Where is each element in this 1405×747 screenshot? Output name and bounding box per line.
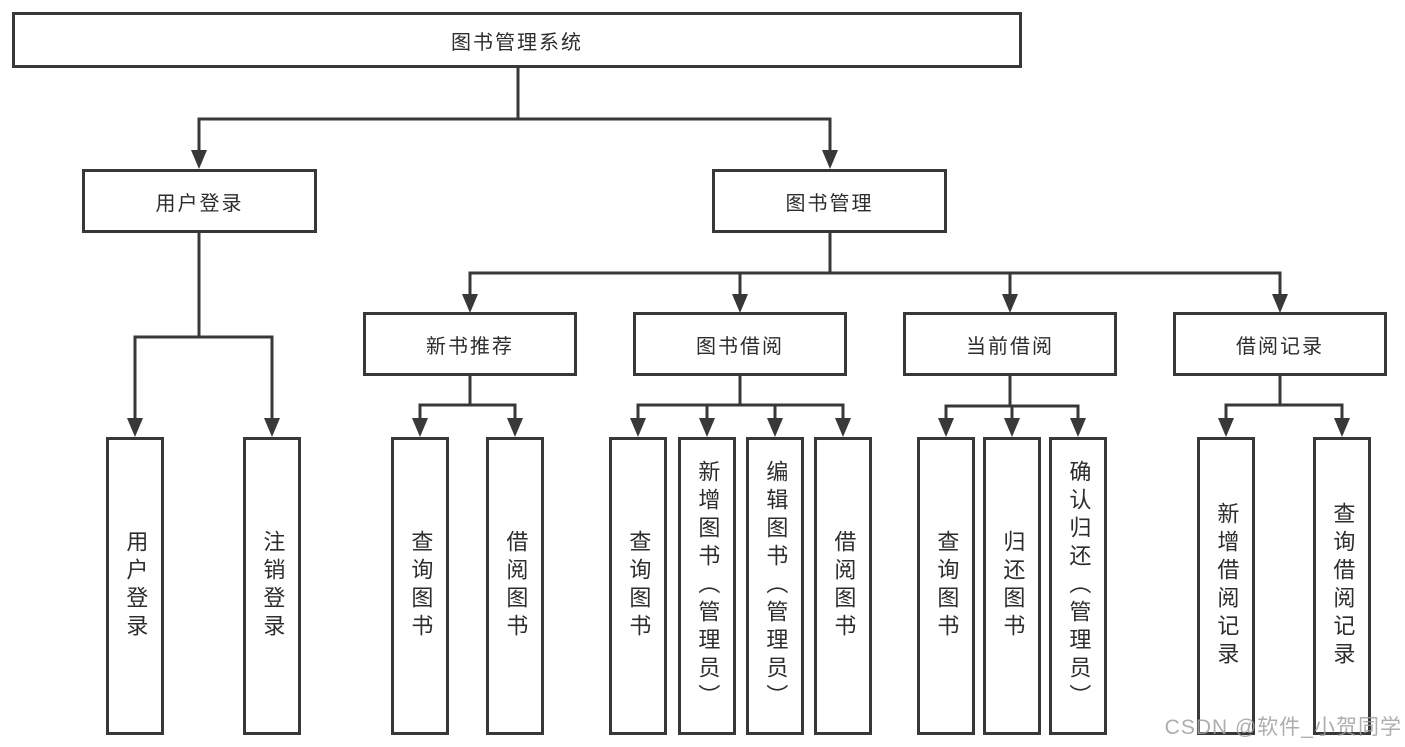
node-book-management-label: 图书管理 (785, 192, 874, 215)
leaf-logout-label: 注销登录 (260, 530, 286, 642)
leaf-add-borrow-record-label: 新增借阅记录 (1214, 502, 1240, 670)
leaf-query-borrow-record-label: 查询借阅记录 (1330, 502, 1356, 670)
leaf-confirm-return-admin-label: 确认归还（管理员） (1066, 460, 1092, 712)
leaf-recommend-query-book: 查询图书 (391, 437, 449, 735)
node-user-login-branch-label: 用户登录 (155, 192, 244, 215)
leaf-borrow-query-book-label: 查询图书 (626, 530, 652, 642)
node-book-borrow: 图书借阅 (633, 312, 847, 376)
csdn-watermark: CSDN @软件_小贺同学 (1164, 716, 1402, 739)
node-new-book-recommend: 新书推荐 (363, 312, 577, 376)
node-current-borrow-label: 当前借阅 (966, 335, 1054, 358)
leaf-recommend-query-book-label: 查询图书 (408, 530, 434, 642)
node-user-login-branch: 用户登录 (82, 169, 317, 233)
leaf-logout: 注销登录 (243, 437, 301, 735)
leaf-current-query-book-label: 查询图书 (934, 530, 960, 642)
node-new-book-recommend-label: 新书推荐 (426, 335, 514, 358)
leaf-return-book: 归还图书 (983, 437, 1041, 735)
node-borrow-record-label: 借阅记录 (1236, 335, 1324, 358)
leaf-confirm-return-admin: 确认归还（管理员） (1049, 437, 1107, 735)
leaf-return-book-label: 归还图书 (1000, 530, 1026, 642)
leaf-query-borrow-record: 查询借阅记录 (1313, 437, 1371, 735)
leaf-edit-book-admin-label: 编辑图书（管理员） (763, 460, 789, 712)
leaf-recommend-borrow-book-label: 借阅图书 (503, 530, 529, 642)
leaf-add-book-admin-label: 新增图书（管理员） (695, 460, 721, 712)
leaf-borrow-book: 借阅图书 (814, 437, 872, 735)
node-root-label: 图书管理系统 (451, 31, 583, 54)
leaf-recommend-borrow-book: 借阅图书 (486, 437, 544, 735)
node-current-borrow: 当前借阅 (903, 312, 1117, 376)
leaf-add-book-admin: 新增图书（管理员） (678, 437, 736, 735)
arrowheads (127, 150, 1350, 437)
leaf-user-login-label: 用户登录 (123, 530, 149, 642)
node-book-management: 图书管理 (712, 169, 947, 233)
node-root: 图书管理系统 (12, 12, 1022, 68)
node-borrow-record: 借阅记录 (1173, 312, 1387, 376)
leaf-borrow-query-book: 查询图书 (609, 437, 667, 735)
leaf-user-login: 用户登录 (106, 437, 164, 735)
leaf-current-query-book: 查询图书 (917, 437, 975, 735)
tree-edges (133, 68, 1344, 420)
leaf-borrow-book-label: 借阅图书 (831, 530, 857, 642)
leaf-edit-book-admin: 编辑图书（管理员） (746, 437, 804, 735)
node-book-borrow-label: 图书借阅 (696, 335, 784, 358)
leaf-add-borrow-record: 新增借阅记录 (1197, 437, 1255, 735)
